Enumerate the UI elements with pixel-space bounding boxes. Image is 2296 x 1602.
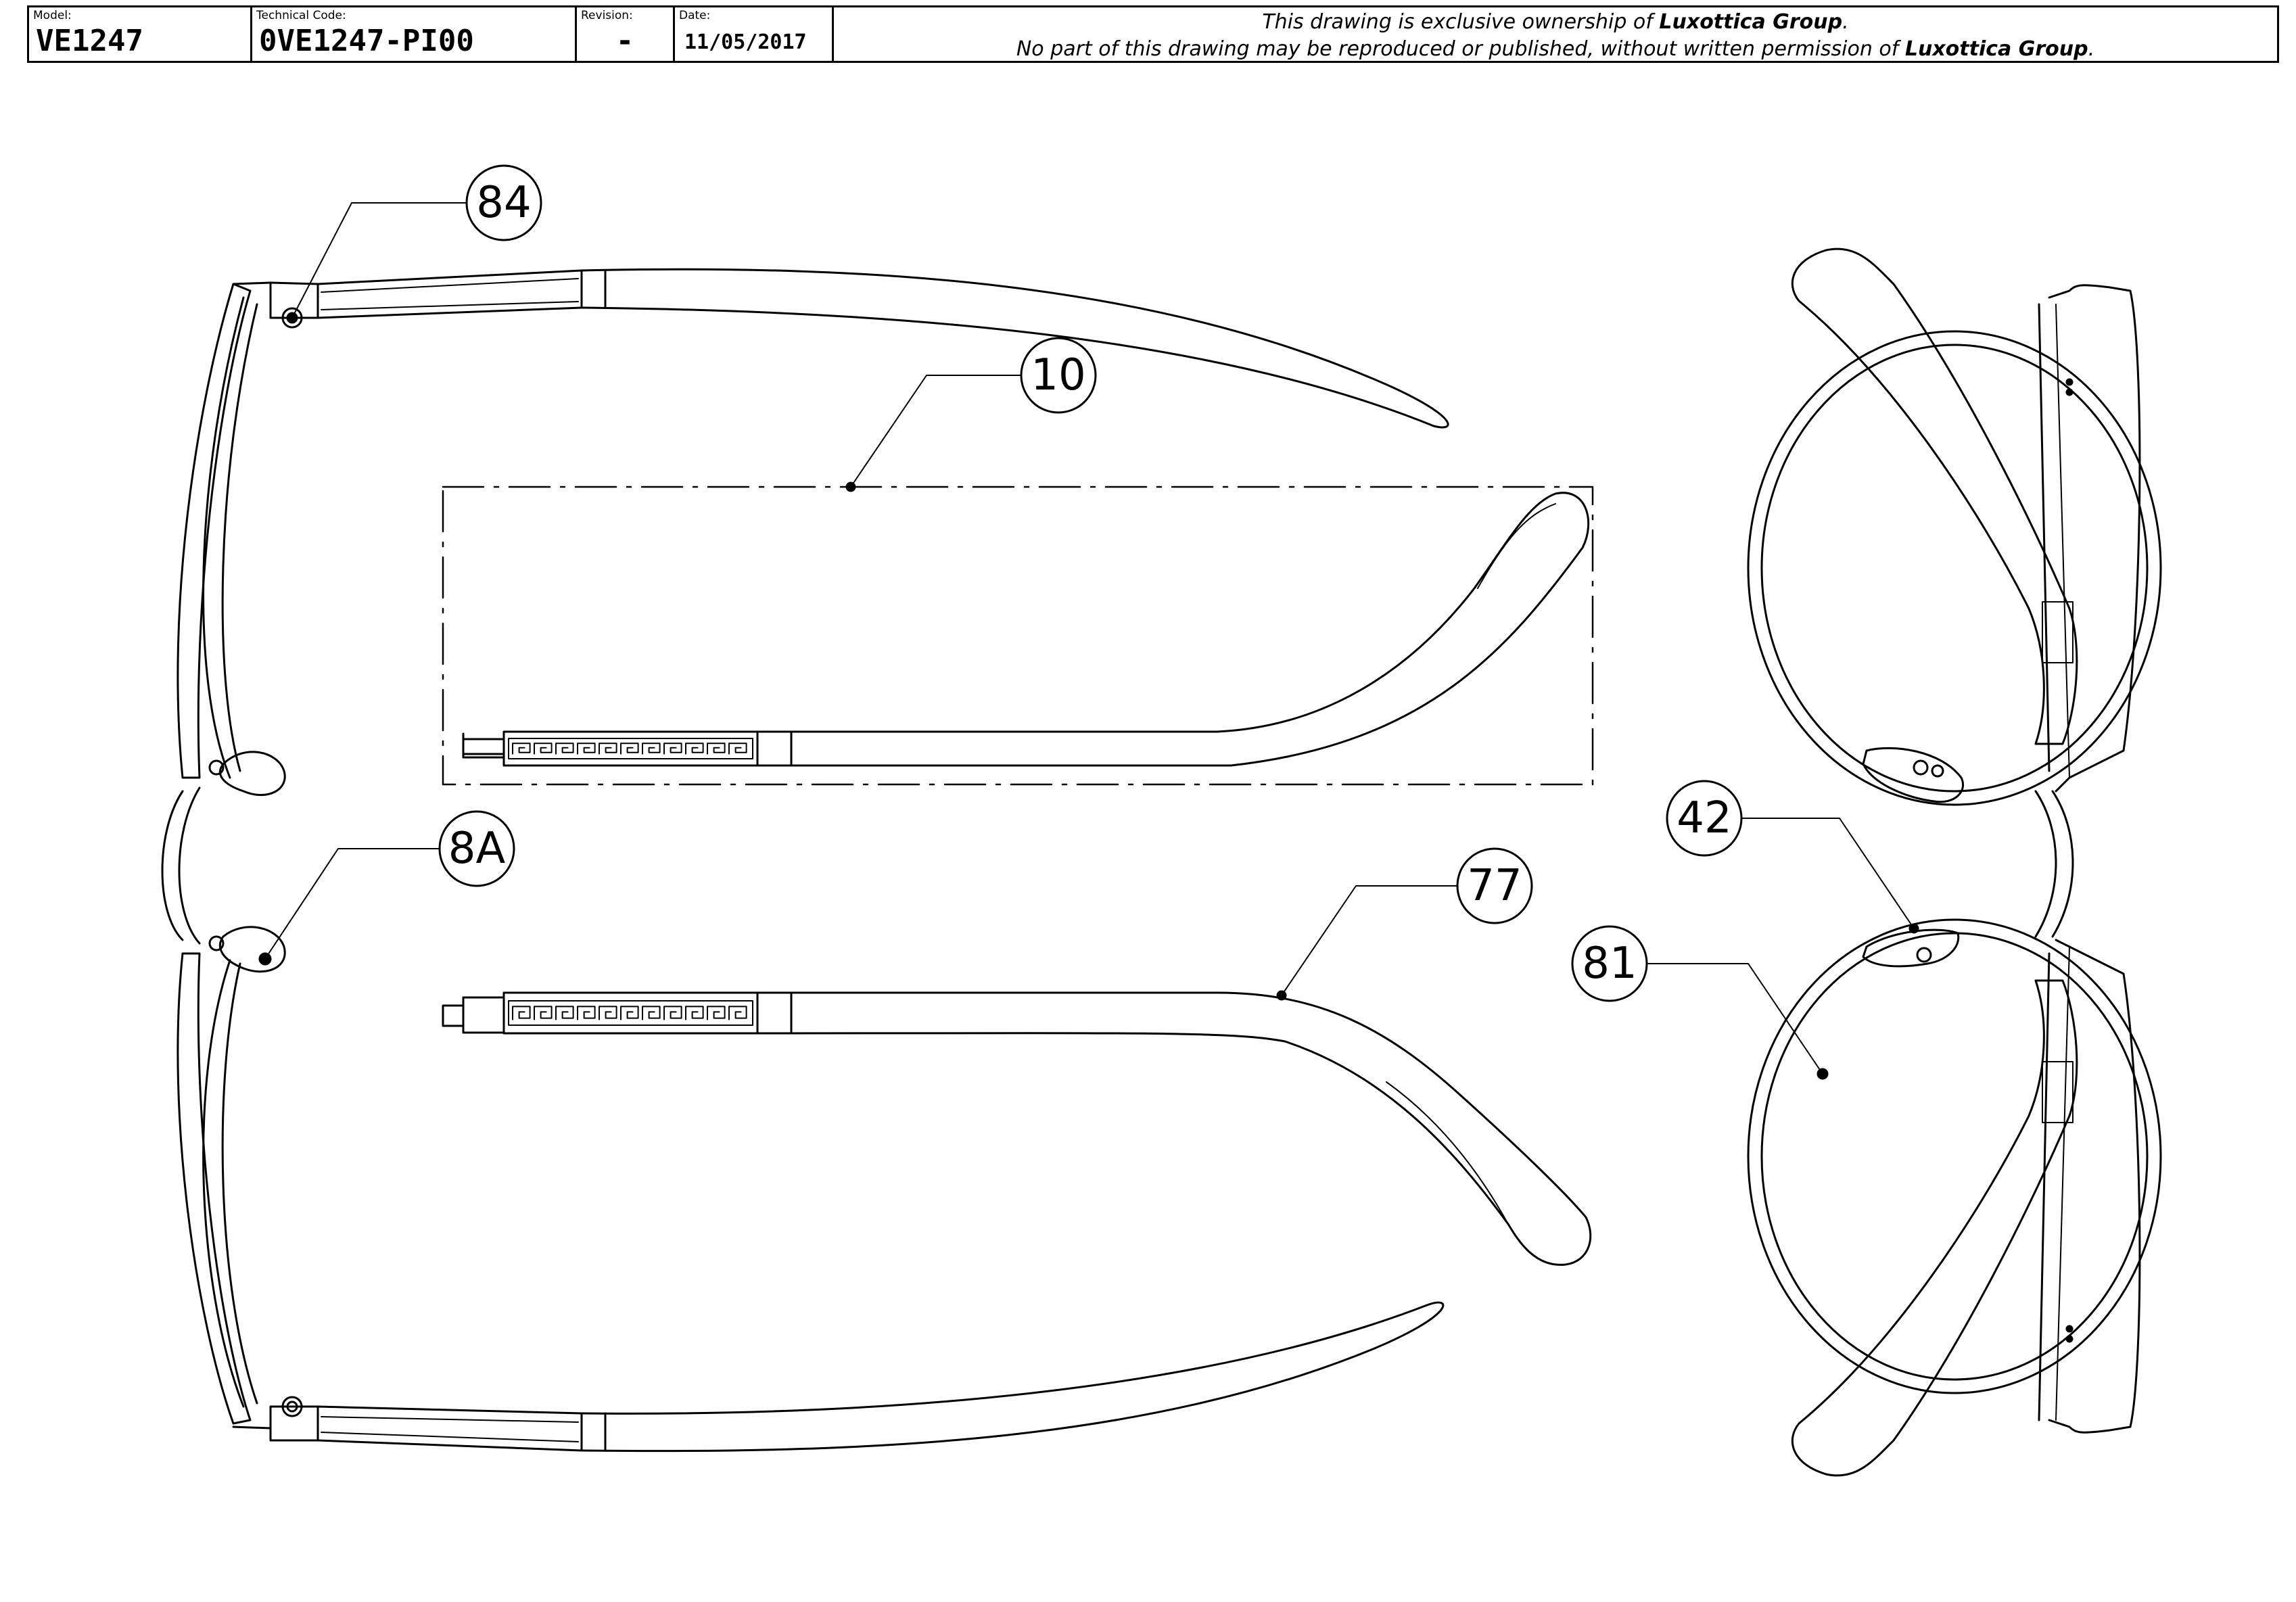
upper-hinge [2048,284,2141,793]
callout-8a: 8A [260,810,515,964]
front-bridge [2034,790,2057,938]
notice-line-2-text: No part of this drawing may be reproduce… [1016,37,1905,61]
greek-key-unit [534,743,553,755]
callout-42: 42 [1666,780,1919,934]
lower-nose-pad [208,926,286,973]
lower-lens [1760,932,2149,1381]
notice-owner-2: Luxottica Group [1904,37,2088,61]
upper-rim [177,281,303,779]
greek-key-unit [707,743,726,755]
technical-code-cell: Technical Code: 0VE1247-PI00 [252,7,577,61]
notice-line-1-text: This drawing is exclusive ownership of [1262,10,1660,34]
greek-key-unit [620,743,639,755]
notice-line-1-end: . [1842,10,1849,34]
model-value: VE1247 [36,24,143,58]
callout-81-label: 81 [1582,939,1637,989]
callout-81: 81 [1571,925,1829,1080]
lower-temple-tip [1791,979,2078,1477]
upper-temple [269,268,1449,429]
greek-key-pattern [508,738,753,759]
greek-key-unit [663,1006,682,1020]
date-value: 11/05/2017 [684,30,807,54]
lower-rim [177,952,303,1430]
upper-nose-pad [208,751,286,797]
date-cell: Date: 11/05/2017 [675,7,834,61]
greek-key-unit [728,743,747,755]
greek-key-unit [577,743,596,755]
callout-42-label: 42 [1677,793,1731,843]
callout-8a-label: 8A [448,824,506,874]
bridge [161,790,184,941]
callout-77: 77 [1276,847,1533,1001]
date-caption: Date: [679,9,711,22]
greek-key-unit [620,1006,639,1020]
greek-key-unit [599,743,617,755]
greek-key-unit [707,1006,726,1020]
model-caption: Model: [33,9,72,22]
frame-top-view [161,268,1449,1453]
temple-side-view [442,991,1592,1266]
notice-line-2: No part of this drawing may be reproduce… [834,36,2277,63]
greek-key-unit [663,743,682,755]
greek-key-unit [685,743,704,755]
greek-key-unit [642,743,661,755]
revision-caption: Revision: [581,9,633,22]
revision-cell: Revision: - [577,7,675,61]
greek-key-unit [555,743,574,755]
upper-temple-tip [1791,248,2078,745]
greek-key-motif [512,1006,747,1020]
greek-key-unit [534,1006,553,1020]
callout-84: 84 [287,164,542,323]
callout-10: 10 [845,337,1097,492]
greek-key-unit [642,1006,661,1020]
callout-10-label: 10 [1031,350,1085,400]
greek-key-unit [685,1006,704,1020]
callout-77-label: 77 [1467,861,1522,911]
title-block: Model: VE1247 Technical Code: 0VE1247-PI… [27,5,2279,63]
model-cell: Model: VE1247 [29,7,252,61]
revision-value: - [615,24,634,58]
ownership-notice: This drawing is exclusive ownership of L… [834,7,2277,61]
notice-line-1: This drawing is exclusive ownership of L… [834,9,2277,36]
front-upper-nose-pad [1862,747,1965,803]
notice-line-2-end: . [2088,37,2095,61]
lower-temple [269,1301,1445,1453]
greek-key-unit [599,1006,617,1020]
notice-owner-1: Luxottica Group [1659,10,1843,34]
temple-detail-box [442,486,1594,786]
greek-key-unit [555,1006,574,1020]
upper-lens [1760,344,2149,793]
greek-key-unit [512,1006,531,1020]
technical-code-caption: Technical Code: [256,9,346,22]
greek-key-unit [512,743,531,755]
greek-key-unit [728,1006,747,1020]
frame-front-view [1747,248,2162,1477]
technical-code-value: 0VE1247-PI00 [259,24,474,58]
greek-key-motif [512,743,747,755]
greek-key-unit [577,1006,596,1020]
lower-hinge [2048,939,2141,1434]
callout-84-label: 84 [476,178,531,228]
front-lower-nose-pad [1862,928,1960,968]
